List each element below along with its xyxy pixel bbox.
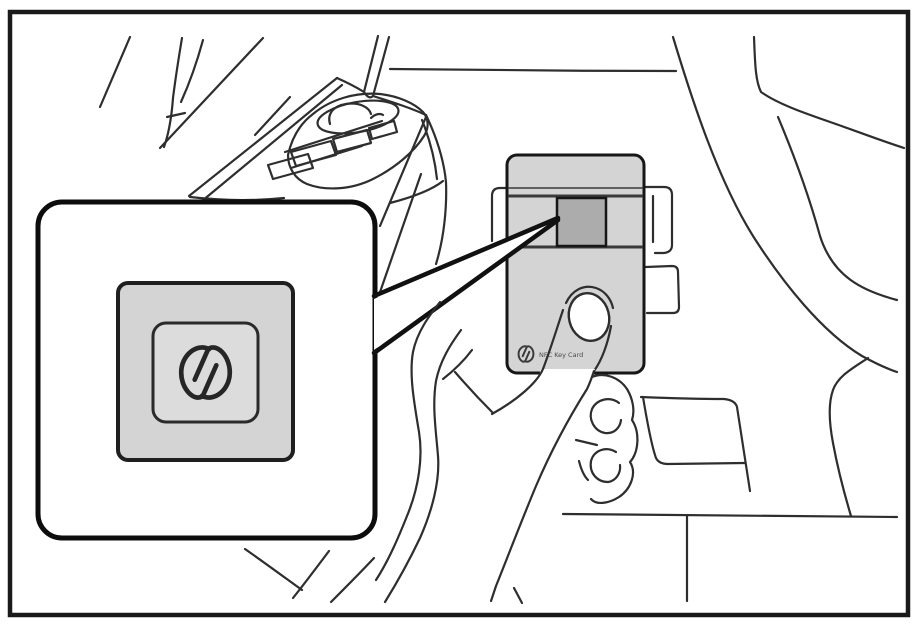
console-switch [331, 128, 373, 154]
reader-bracket [642, 185, 674, 255]
steering-rim-line [671, 35, 899, 374]
wrist-line [329, 556, 376, 604]
dashboard-line [158, 36, 265, 150]
card-reader-slot [490, 185, 681, 315]
fingertip-outline [564, 285, 615, 310]
fingernail [567, 292, 611, 342]
knuckle-line [574, 438, 599, 447]
nfc-logo-stroke [521, 345, 535, 363]
thumb-web-line [441, 348, 474, 381]
shift-lever-line [362, 34, 380, 94]
nfc-reader-pad-inner [151, 321, 260, 424]
steering-rim-line [776, 115, 899, 302]
console-ridge-line [200, 83, 344, 203]
dashboard-line [162, 36, 184, 149]
shift-dial-detail [369, 112, 385, 120]
reader-bracket [490, 186, 509, 243]
nfc-logo-stroke [517, 345, 531, 363]
shift-dial-detail [328, 102, 373, 126]
console-outline [424, 113, 448, 266]
console-outline [420, 118, 439, 181]
thumb-web-line [453, 370, 495, 415]
console-switch [266, 152, 315, 181]
finger-overlap-patch [532, 369, 595, 397]
console-edge-line [561, 512, 899, 519]
curled-fingers-outline [589, 373, 639, 504]
callout-pointer-edge [371, 215, 561, 299]
finger-edge [490, 367, 545, 416]
wrist-line [291, 549, 331, 600]
curled-finger [589, 398, 623, 435]
card-nfc-target-square [555, 196, 608, 248]
reader-bracket [644, 264, 681, 315]
dashboard-line [378, 115, 428, 228]
dashboard-line [377, 172, 423, 297]
nfc-logo-icon [517, 345, 535, 363]
key-card: NFC Key Card [505, 153, 646, 375]
center-console [187, 76, 448, 266]
console-tray [641, 395, 747, 466]
hand-edge [512, 586, 524, 605]
arm-outline [374, 300, 442, 582]
steering-rim-line [752, 35, 906, 150]
callout-pointer-edge [371, 217, 561, 356]
dashboard-line [179, 38, 205, 104]
curled-finger [589, 448, 622, 484]
dashboard-line [253, 95, 292, 137]
dashboard-edge-line [388, 67, 678, 73]
console-tray [639, 395, 752, 493]
panel-separator-line [283, 119, 384, 154]
callout [35, 199, 561, 541]
dashboard-line [98, 35, 132, 109]
nfc-logo-icon [178, 345, 233, 400]
switch-panel-outline [286, 92, 429, 190]
console-ridge-line [187, 76, 339, 198]
wrist-line [243, 547, 304, 592]
nfc-logo-stroke [192, 345, 233, 400]
shift-lever-line [371, 35, 391, 98]
console-outline [371, 94, 428, 117]
console-outline [388, 179, 445, 205]
finger-edge [592, 324, 613, 373]
console-switch [289, 139, 338, 168]
lower-console [561, 395, 899, 603]
arm-outline [383, 328, 463, 604]
knuckle-line [577, 459, 590, 482]
dashboard-line [165, 111, 187, 119]
nfc-logo-stroke [178, 345, 219, 400]
console-outline [335, 76, 366, 94]
hand-edge [489, 369, 596, 603]
steering-column-line [828, 356, 870, 518]
finger-edge [541, 308, 565, 371]
steering-wheel [671, 35, 906, 518]
hand [243, 285, 639, 605]
card-label-text: NFC Key Card [539, 351, 583, 359]
console-switch [367, 119, 399, 141]
